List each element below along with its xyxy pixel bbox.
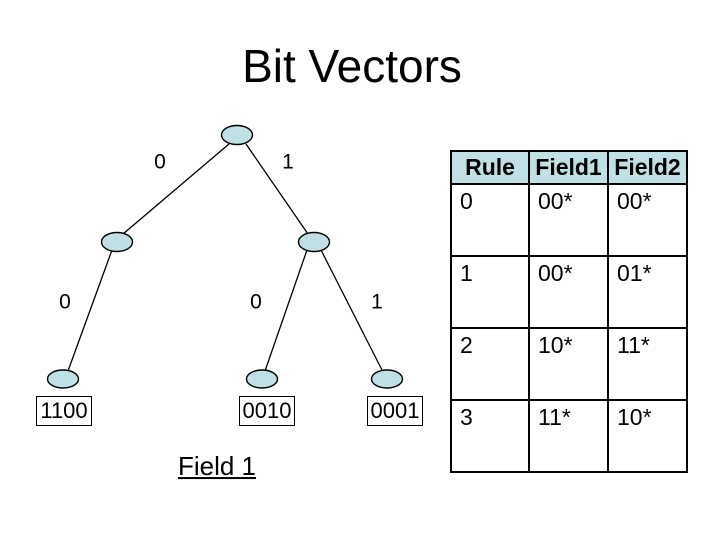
field2-cell: 00*	[607, 183, 688, 257]
rule-cell: 1	[450, 255, 530, 329]
edge-label-left-leaf1: 0	[59, 290, 71, 314]
tree-node-leaf-1	[46, 369, 80, 389]
field2-cell: 10*	[607, 399, 688, 473]
column-header-field1: Field1	[528, 150, 609, 185]
column-header-field2: Field2	[607, 150, 688, 185]
tree-node-leaf-3	[370, 369, 404, 389]
bitvector-box-2: 0010	[239, 396, 295, 426]
edge-label-root-left: 0	[154, 150, 166, 174]
tree-edge-root-left	[122, 143, 230, 235]
tree-node-leaf-2	[245, 369, 279, 389]
tree-edge-left-leaf1	[67, 249, 113, 372]
tree-node-right	[297, 231, 331, 253]
field1-cell: 00*	[528, 183, 609, 257]
rule-cell: 3	[450, 399, 530, 473]
rule-cell: 2	[450, 327, 530, 401]
field2-cell: 11*	[607, 327, 688, 401]
table-row: 3 11* 10*	[450, 399, 688, 473]
rule-table-container: Rule Field1 Field2 0 00* 00* 1 00* 01* 2	[450, 150, 688, 473]
table-row: 1 00* 01*	[450, 255, 688, 329]
column-header-rule: Rule	[450, 150, 530, 185]
tree-edge-right-leaf3	[320, 249, 383, 371]
rule-table: Rule Field1 Field2 0 00* 00* 1 00* 01* 2	[450, 150, 688, 473]
field1-cell: 10*	[528, 327, 609, 401]
slide-title: Bit Vectors	[242, 40, 462, 92]
table-header-row: Rule Field1 Field2	[450, 150, 688, 185]
field1-cell: 00*	[528, 255, 609, 329]
edge-label-right-leaf3: 1	[371, 290, 383, 314]
field1-cell: 11*	[528, 399, 609, 473]
field2-cell: 01*	[607, 255, 688, 329]
edge-label-root-right: 1	[282, 150, 294, 174]
bitvector-box-3: 0001	[367, 396, 423, 426]
tree-node-root	[220, 124, 254, 146]
tree-edge-right-leaf2	[264, 249, 308, 372]
rule-cell: 0	[450, 183, 530, 257]
tree-node-left	[100, 231, 134, 253]
bitvector-box-1: 1100	[36, 396, 92, 426]
tree-edge-root-right	[245, 143, 309, 235]
edge-label-right-leaf2: 0	[250, 290, 262, 314]
table-row: 0 00* 00*	[450, 183, 688, 257]
table-row: 2 10* 11*	[450, 327, 688, 401]
field-caption: Field 1	[177, 451, 257, 482]
